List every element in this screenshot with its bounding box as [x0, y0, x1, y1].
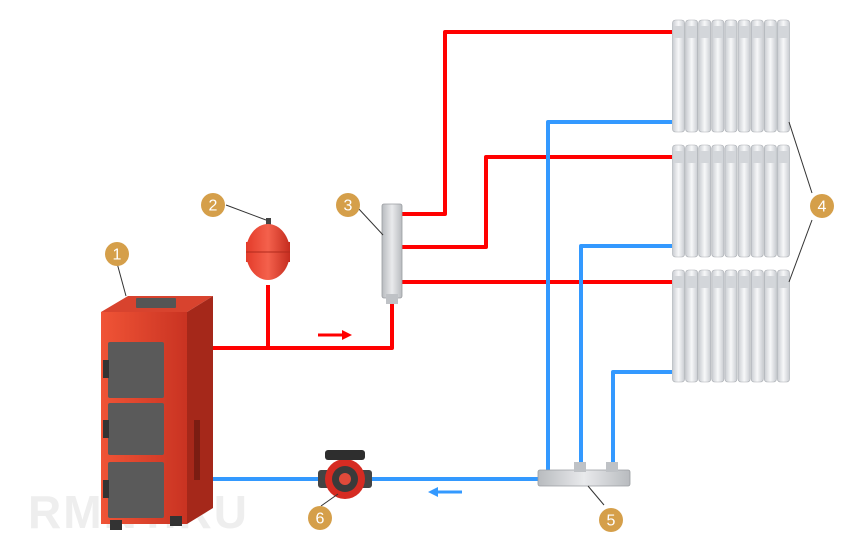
radiator-section-header: [712, 151, 723, 163]
callout-6: 6: [308, 506, 332, 530]
radiator-section-header: [765, 276, 776, 288]
supply-main-pipe: [212, 303, 394, 350]
callout-4: 4: [810, 194, 834, 218]
return-pipe-radiator-3: [611, 370, 672, 470]
radiator-section-header: [673, 151, 684, 163]
radiator-section-header: [699, 151, 710, 163]
radiator-section: [711, 269, 725, 383]
radiator-section: [763, 19, 777, 133]
expansion-tank: [246, 218, 290, 280]
radiator-section-header: [778, 26, 789, 38]
radiator-section-header: [699, 26, 710, 38]
radiator-section-header: [712, 276, 723, 288]
radiator-section-header: [725, 151, 736, 163]
radiator-section: [698, 269, 712, 383]
radiator-section-header: [752, 26, 763, 38]
radiator-section-header: [752, 151, 763, 163]
radiator-section: [698, 144, 712, 258]
callout-2: 2: [201, 193, 225, 217]
radiator-section: [698, 19, 712, 133]
return-pipe-radiator-1: [546, 120, 672, 480]
radiator-section: [737, 144, 751, 258]
radiator-section-header: [739, 276, 750, 288]
radiator-section: [685, 19, 698, 133]
radiator-section-header: [765, 26, 776, 38]
callout-leaders: [116, 121, 813, 507]
radiator-section: [711, 19, 725, 133]
radiator-section-header: [739, 26, 750, 38]
callout-5-label: 5: [607, 513, 616, 530]
radiator-section-header: [778, 151, 789, 163]
radiator-section: [724, 269, 738, 383]
callout-5: 5: [599, 508, 623, 532]
supply-pipes: [212, 30, 672, 350]
radiator-section: [737, 269, 751, 383]
radiators: [672, 19, 790, 383]
radiator-section: [672, 269, 685, 383]
callout-4-label: 4: [818, 199, 827, 216]
radiator-3: [672, 269, 790, 383]
radiator-section: [750, 269, 764, 383]
radiator-section-header: [673, 26, 684, 38]
callout-1-label: 1: [113, 247, 122, 264]
callout-6-label: 6: [316, 511, 325, 528]
radiator-section-header: [725, 26, 736, 38]
radiator-section: [750, 19, 764, 133]
solid-fuel-boiler: [101, 296, 213, 530]
return-manifold: [537, 462, 631, 487]
radiator-section-header: [686, 151, 697, 163]
return-pipe-radiator-2: [579, 244, 672, 470]
callout-1: 1: [105, 242, 129, 266]
radiator-section: [724, 144, 738, 258]
callout-3-label: 3: [344, 198, 353, 215]
radiator-section: [777, 269, 790, 383]
radiator-section: [763, 144, 777, 258]
radiator-section-header: [686, 26, 697, 38]
radiator-section-header: [699, 276, 710, 288]
radiator-section: [672, 19, 685, 133]
radiator-section: [777, 19, 790, 133]
return-pipes: [212, 120, 672, 481]
callout-3: 3: [336, 193, 360, 217]
radiator-2: [672, 144, 790, 258]
radiator-section-header: [686, 276, 697, 288]
return-flow-arrow: [428, 487, 462, 497]
radiator-section: [672, 144, 685, 258]
radiator-section-header: [725, 276, 736, 288]
radiator-section: [711, 144, 725, 258]
radiator-1: [672, 19, 790, 133]
radiator-section-header: [778, 276, 789, 288]
radiator-section-header: [739, 151, 750, 163]
radiator-section-header: [712, 26, 723, 38]
radiator-section: [750, 144, 764, 258]
radiator-section: [737, 19, 751, 133]
supply-manifold: [381, 203, 403, 304]
radiator-section-header: [765, 151, 776, 163]
radiator-section-header: [752, 276, 763, 288]
radiator-section: [777, 144, 790, 258]
radiator-section: [685, 269, 698, 383]
circulation-pump: [318, 450, 372, 499]
radiator-section: [685, 144, 698, 258]
supply-pipe-radiator-2: [402, 155, 672, 249]
radiator-section-header: [673, 276, 684, 288]
supply-pipe-radiator-1: [402, 30, 672, 216]
radiator-section: [763, 269, 777, 383]
supply-flow-arrow: [318, 330, 352, 340]
callout-2-label: 2: [209, 198, 218, 215]
radiator-section: [724, 19, 738, 133]
